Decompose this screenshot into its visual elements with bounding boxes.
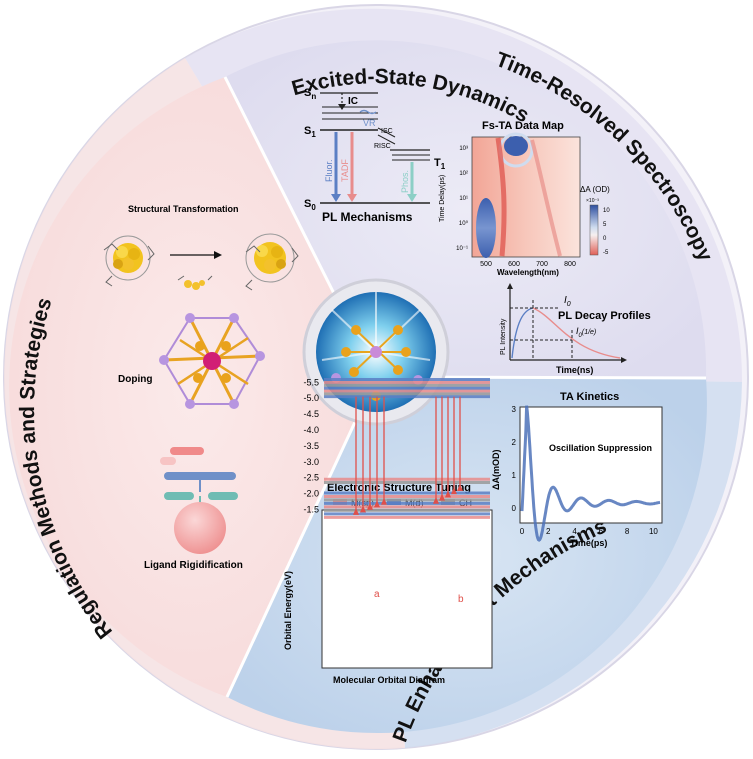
ta-xtick: 0	[520, 527, 525, 536]
ta-kinetics-curve	[520, 405, 661, 542]
ta-ytick: 3	[512, 405, 517, 414]
label-isc: ISC	[381, 128, 393, 135]
level-s0: S0	[304, 198, 316, 212]
transition-arrowhead	[367, 502, 373, 510]
label-ic: IC	[348, 96, 358, 107]
orbital-ytick: -3.5	[303, 441, 319, 451]
ta-xtick: 8	[625, 527, 630, 536]
fsta-xtick: 600	[508, 261, 520, 268]
orbital-ytick: -2.5	[303, 473, 319, 483]
fsta-ytick: 10⁻¹	[456, 246, 468, 252]
ta-ytick: 1	[512, 471, 517, 480]
orbital-ytick: -4.5	[303, 409, 319, 419]
orbital-ytick: -5.5	[303, 377, 319, 387]
pl-ie: I0(1/e)	[576, 326, 596, 339]
ta-kinetics: TA Kinetics Oscillation Suppression ΔA(m…	[491, 391, 663, 548]
fsta-title: Fs-TA Data Map	[482, 120, 564, 132]
ta-title: TA Kinetics	[560, 391, 619, 403]
orbital-ytick: -2.0	[303, 489, 319, 499]
level-s1: S1	[304, 125, 316, 139]
label-phos: Phos.	[400, 170, 410, 193]
transition-arrowhead	[457, 484, 463, 492]
label-tadf: TADF	[340, 159, 350, 182]
fsta-cbar-tick: 10	[603, 208, 610, 214]
transition-arrowhead	[433, 496, 439, 504]
fsta-ylabel: Time Delay(ps)	[439, 175, 446, 222]
label-fluor: Fluor.	[324, 159, 334, 182]
ta-ylabel: ΔA(mOD)	[491, 450, 501, 490]
cluster-before	[103, 235, 155, 287]
ta-xtick: 4	[572, 527, 577, 536]
ta-ytick: 0	[512, 504, 517, 513]
doping-label: Doping	[118, 374, 152, 385]
orbital-ylabel: Orbital Energy(eV)	[283, 571, 293, 650]
ta-xtick: 2	[546, 527, 551, 536]
fsta-ytick: 10²	[459, 171, 468, 177]
fsta-cbar-tick: -5	[603, 250, 609, 256]
fsta-cbar-tick: 0	[603, 236, 607, 242]
fsta-ytick: 10⁰	[459, 220, 469, 227]
fsta-xtick: 800	[564, 261, 576, 268]
cluster-dopant	[177, 275, 213, 290]
orbital-diagram: Electronic Structure Tuning M(sp)M(d)CH …	[283, 377, 493, 685]
left-strategies: Structural Transformation	[103, 204, 299, 571]
level-t1: T1	[434, 157, 446, 171]
orbital-ytick: -4.0	[303, 425, 319, 435]
jablonski-diagram: Sn S1 S0 T1 IC VR ISC RISC Fluor. TADF P…	[304, 87, 446, 224]
ta-xlabel: Time(ps)	[570, 538, 607, 548]
ligand-label: Ligand Rigidification	[144, 560, 243, 571]
label-a: a	[374, 589, 380, 600]
ta-ytick: 2	[512, 438, 517, 447]
fsta-cbar-label: ΔA (OD)	[580, 185, 610, 194]
pl-decay-title: PL Decay Profiles	[558, 310, 651, 322]
orbital-ytick: -1.5	[303, 504, 319, 514]
ta-annotation: Oscillation Suppression	[549, 443, 652, 453]
transition-arrowhead	[451, 487, 457, 495]
structural-label: Structural Transformation	[128, 204, 239, 214]
fsta-cbar-tick: 5	[603, 222, 607, 228]
transition-arrowhead	[445, 490, 451, 498]
ta-xtick: 10	[649, 527, 658, 536]
pl-ylabel: PL Intensity	[500, 318, 507, 355]
fsta-ytick: 10¹	[459, 196, 468, 202]
level-sn: Sn	[304, 87, 316, 101]
fsta-ytick: 10³	[459, 146, 468, 152]
label-vr: VR	[363, 118, 376, 128]
transition-arrowhead	[353, 507, 359, 515]
cluster-after	[245, 233, 299, 291]
transition-arrowhead	[374, 500, 380, 508]
pl-xlabel: Time(ns)	[556, 365, 593, 375]
doping-cluster	[159, 313, 265, 409]
transition-arrowhead	[360, 505, 366, 513]
sector-regulation	[9, 77, 376, 697]
orbital-ytick: -3.0	[303, 457, 319, 467]
pl-i0: I0	[564, 295, 571, 308]
transition-arrowhead	[381, 497, 387, 505]
fsta-map: Fs-TA Data Map Time Delay(ps) Wavelength…	[439, 120, 610, 277]
label-b: b	[458, 594, 464, 605]
ta-xtick: 6	[599, 527, 604, 536]
fsta-xtick: 700	[536, 261, 548, 268]
pl-decay: PL Decay Profiles I0 I0(1/e) PL Intensit…	[500, 283, 651, 375]
label-risc: RISC	[374, 143, 391, 150]
ligand-illustration	[160, 447, 238, 554]
orbital-ytick: -5.0	[303, 393, 319, 403]
orbital-footer: Molecular Orbital Diagram	[333, 675, 445, 685]
fsta-xlabel: Wavelength(nm)	[497, 268, 559, 277]
jablonski-title: PL Mechanisms	[322, 210, 413, 224]
fsta-xtick: 500	[480, 261, 492, 268]
fsta-cbar-exp: ×10⁻³	[586, 198, 599, 204]
transition-arrowhead	[439, 493, 445, 501]
center-cluster	[302, 278, 450, 426]
